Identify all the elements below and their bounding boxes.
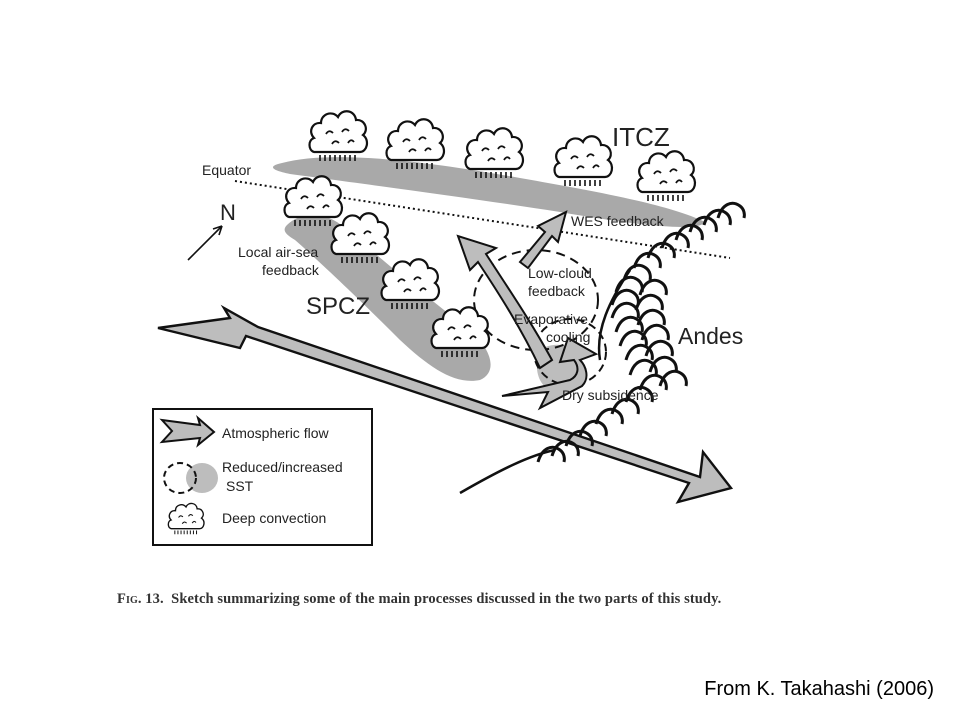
itcz-label: ITCZ <box>612 122 670 152</box>
low-cloud-label-line1: Low-cloud <box>528 265 592 281</box>
north-arrow <box>187 225 223 261</box>
evap-label-line1: Evaporative <box>514 311 588 327</box>
caption-text: Sketch summarizing some of the main proc… <box>171 591 722 607</box>
local-feedback-label-line1: Local air-sea <box>238 244 318 260</box>
legend-flow-arrow-icon <box>159 415 216 448</box>
spcz-label: SPCZ <box>306 293 370 320</box>
dry-subsidence-arrow <box>501 336 599 411</box>
legend-sst-shading-icon <box>186 463 218 493</box>
trade-wind-arrow <box>157 304 734 504</box>
figure-caption: Fig. 13. Sketch summarizing some of the … <box>117 591 877 608</box>
legend-sst-line2: SST <box>226 478 254 494</box>
legend-atmospheric-flow: Atmospheric flow <box>222 425 329 441</box>
equator-label: Equator <box>202 162 251 178</box>
cloud-icon <box>636 150 697 203</box>
evap-label-line2: cooling <box>546 329 590 345</box>
figure-number: Fig. 13. <box>117 591 164 607</box>
equator-line <box>234 180 731 259</box>
flow-to-itcz-arrow <box>456 234 554 370</box>
itcz-shading <box>272 157 705 227</box>
north-label: N <box>220 200 236 225</box>
wes-feedback-arrow <box>518 210 568 270</box>
cloud-icon <box>308 110 369 163</box>
local-feedback-label-line2: feedback <box>262 262 320 278</box>
source-credit: From K. Takahashi (2006) <box>704 678 934 700</box>
legend: Atmospheric flow Reduced/increased SST D… <box>152 408 373 546</box>
low-cloud-label-line2: feedback <box>528 283 586 299</box>
low-cloud-dashed-circle <box>473 249 599 351</box>
legend-deep-convection: Deep convection <box>222 510 326 526</box>
andes-label: Andes <box>678 323 743 349</box>
cloud-icon <box>553 135 614 188</box>
legend-sst-line1: Reduced/increased <box>222 459 343 475</box>
wes-feedback-label: WES feedback <box>571 213 665 229</box>
andes-ridge-line <box>459 269 632 495</box>
dry-subsidence-label: Dry subsidence <box>562 387 659 403</box>
legend-dashed-circle-icon <box>163 462 197 494</box>
